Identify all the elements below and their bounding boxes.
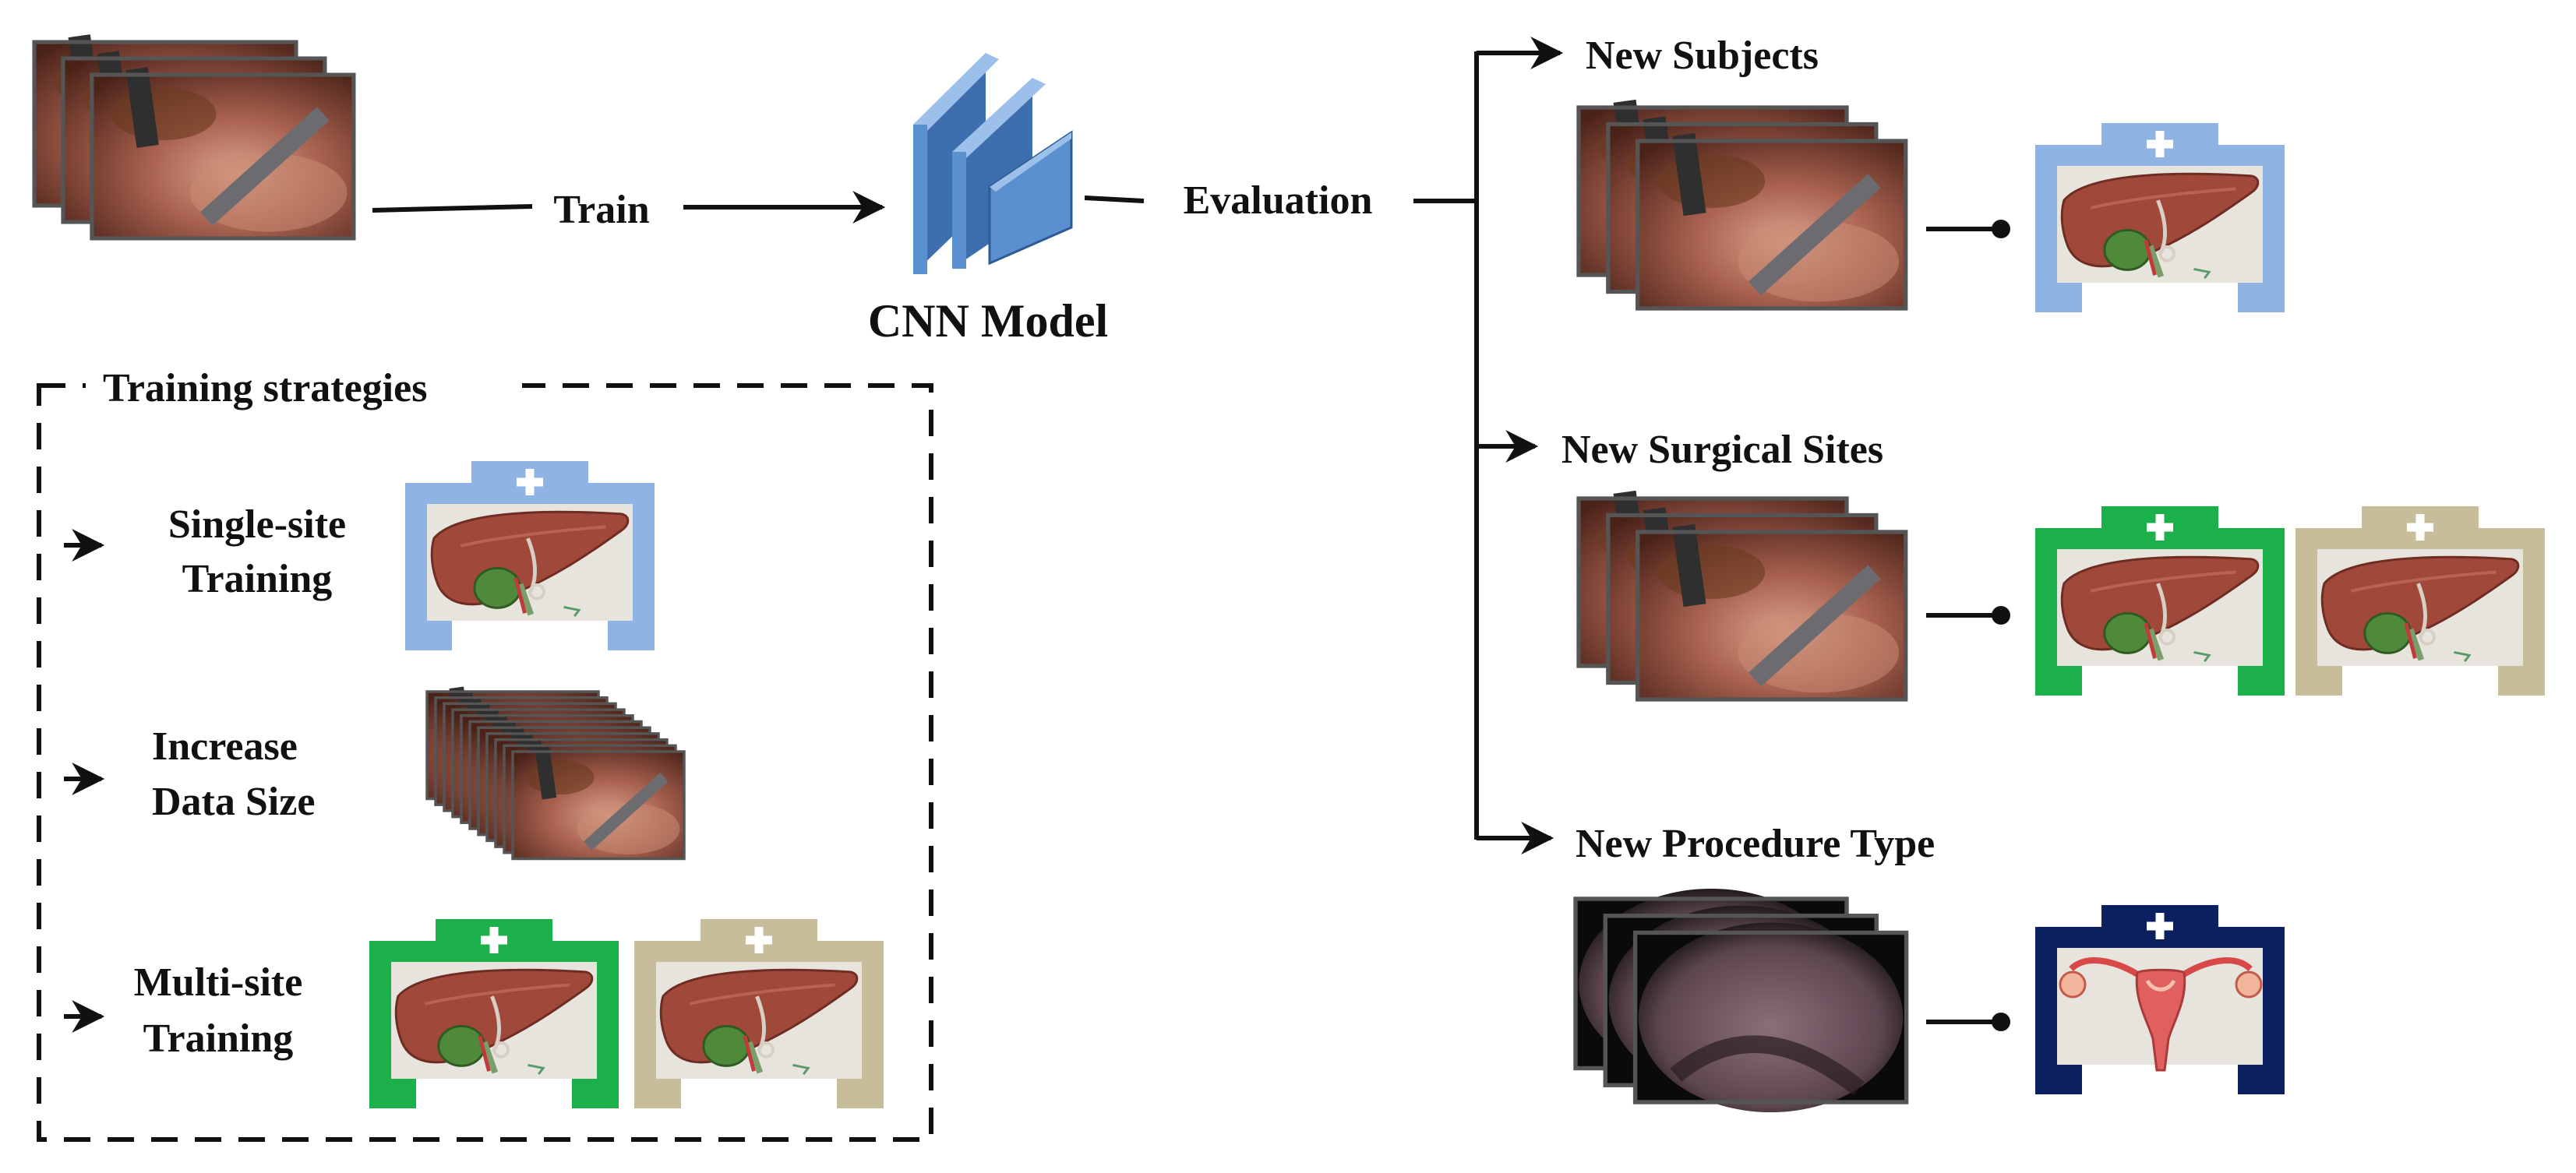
hospital-icon <box>2295 506 2545 697</box>
evaluation-branch <box>1474 37 1564 854</box>
increase-data-label-line2: Data Size <box>152 780 315 824</box>
new-sites-connector <box>1926 606 2010 625</box>
increase-data-label-line1: Increase <box>152 724 298 769</box>
cnn-model-label: CNN Model <box>868 295 1108 347</box>
new-procedure-type-label: New Procedure Type <box>1576 822 1935 866</box>
hospital-icon <box>2035 905 2285 1096</box>
hospital-icon <box>369 919 619 1110</box>
new-sites-frames-stack <box>1579 491 1906 699</box>
training-strategies-title: Training strategies <box>103 366 427 410</box>
new-procedure-connector <box>1926 1013 2010 1031</box>
single-site-label-line1: Single-site <box>168 502 346 547</box>
strategies-title-backdrop <box>86 366 522 410</box>
large-frames-stack <box>425 685 686 861</box>
new-subjects-label: New Subjects <box>1586 33 1819 78</box>
training-frames-stack <box>34 34 354 238</box>
new-procedure-frames-stack <box>1576 889 1907 1112</box>
evaluation-label: Evaluation <box>1184 178 1373 223</box>
new-subjects-connector <box>1926 220 2010 238</box>
train-connector-line <box>372 204 533 213</box>
hospital-icon <box>2035 506 2285 697</box>
single-site-label-line2: Training <box>182 557 333 601</box>
multi-site-label-line2: Training <box>143 1016 294 1061</box>
hospital-icon <box>405 461 655 652</box>
hospital-icon <box>634 919 884 1110</box>
new-surgical-sites-label: New Surgical Sites <box>1561 428 1883 472</box>
new-subjects-frames-stack <box>1579 100 1906 308</box>
cnn-layer-stack-icon <box>913 53 1073 274</box>
hospital-icon <box>2035 123 2285 314</box>
train-label: Train <box>553 188 649 232</box>
evaluation-connector-line <box>1084 196 1145 203</box>
multi-site-label-line1: Multi-site <box>134 960 303 1005</box>
